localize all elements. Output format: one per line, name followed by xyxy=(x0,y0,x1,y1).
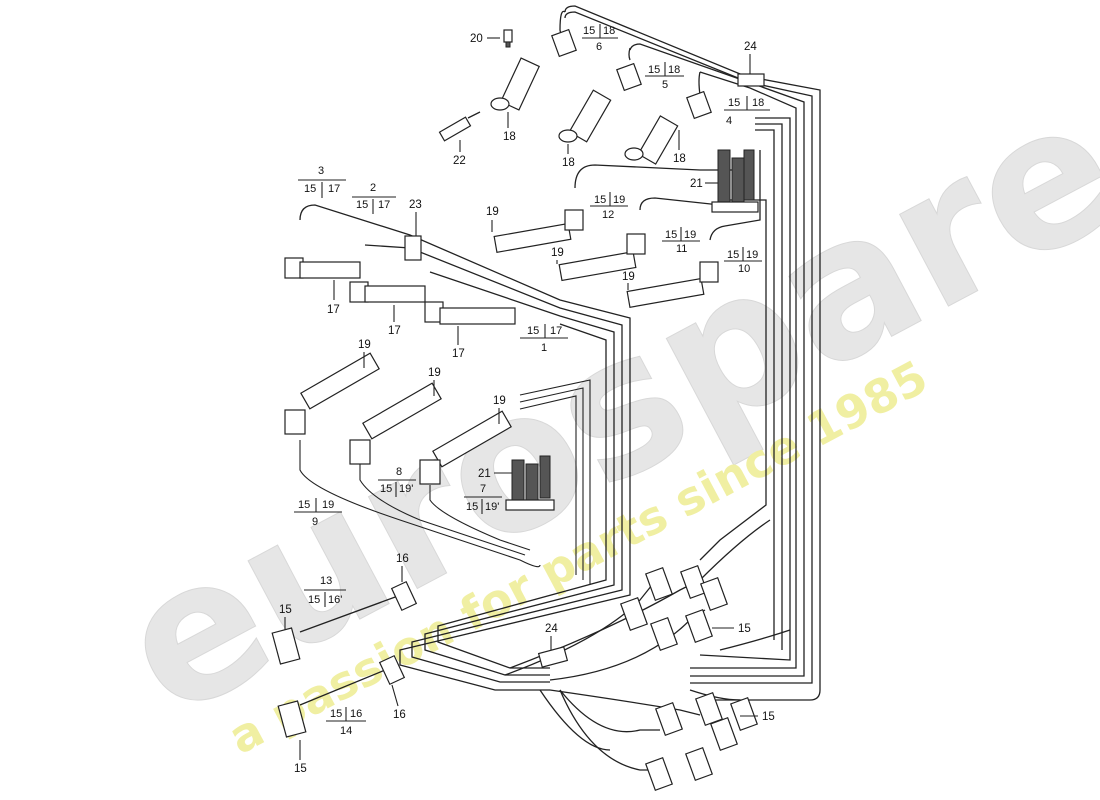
plug-boot-19-e xyxy=(349,382,442,465)
callout-7-15: 15 xyxy=(466,501,478,513)
callout-17-a: 17 xyxy=(327,304,340,316)
callout-10-19: 19 xyxy=(746,249,758,261)
callout-16-b: 16 xyxy=(393,709,406,721)
callout-19-f: 19 xyxy=(493,395,506,407)
callout-2-15: 15 xyxy=(356,199,368,211)
callout-15-b: 15 xyxy=(738,623,751,635)
callout-4: 4 xyxy=(726,115,732,127)
callout-24-bottom: 24 xyxy=(545,623,558,635)
callout-6-15: 15 xyxy=(583,25,595,37)
plug-boot-17-a xyxy=(284,257,361,279)
lead-13 xyxy=(271,580,418,665)
callout-13: 13 xyxy=(320,575,332,587)
clip-23 xyxy=(404,235,422,261)
part-22-spark-plug xyxy=(438,111,481,142)
callout-1-15: 15 xyxy=(527,325,539,337)
plug-boot-19-f xyxy=(419,410,512,485)
callout-23: 23 xyxy=(409,199,422,211)
callout-2-17: 17 xyxy=(378,199,390,211)
callout-19-d: 19 xyxy=(358,339,371,351)
callout-17-b: 17 xyxy=(388,325,401,337)
callout-5: 5 xyxy=(662,79,668,91)
wire-bundle-right xyxy=(564,5,821,701)
callout-14-15: 15 xyxy=(330,708,342,720)
callout-9: 9 xyxy=(312,516,318,528)
plug-boot-19-d xyxy=(284,352,380,435)
plug-boot-18-a xyxy=(490,28,577,111)
callout-13-15: 15 xyxy=(308,594,320,606)
callout-9-15: 15 xyxy=(298,499,310,511)
callout-9-19: 19 xyxy=(322,499,334,511)
callout-3-15: 15 xyxy=(304,183,316,195)
callout-17-c: 17 xyxy=(452,348,465,360)
plug-boot-19-c xyxy=(626,261,719,308)
callout-8: 8 xyxy=(396,466,402,478)
callout-11: 11 xyxy=(676,243,687,255)
callout-1-17: 17 xyxy=(550,325,562,337)
callout-24-top: 24 xyxy=(744,41,757,53)
clip-24-bottom xyxy=(537,646,569,668)
callout-3-17: 17 xyxy=(328,183,340,195)
callout-6: 6 xyxy=(596,41,602,53)
plug-boot-19-b xyxy=(558,233,646,282)
callouts: 20 22 15 18 6 15 18 5 24 15 18 4 18 18 1… xyxy=(279,24,775,775)
callout-7: 7 xyxy=(480,483,486,495)
coil-21-upper xyxy=(711,149,759,213)
callout-16-a: 16 xyxy=(396,553,409,565)
callout-15-c: 15 xyxy=(762,711,775,723)
callout-8-15: 15 xyxy=(380,483,392,495)
callout-2: 2 xyxy=(370,182,376,194)
callout-18-c: 18 xyxy=(673,153,686,165)
callout-10-15: 15 xyxy=(727,249,739,261)
clip-24-top xyxy=(737,73,765,87)
callout-8-19p: 19' xyxy=(399,483,413,495)
callout-1: 1 xyxy=(541,342,547,354)
plug-boot-18-c xyxy=(624,90,712,165)
callout-13-16p: 16' xyxy=(328,594,342,606)
callout-15-d: 15 xyxy=(294,763,307,775)
coil-21-lower xyxy=(505,455,555,511)
callout-19-b: 19 xyxy=(551,247,564,259)
callout-12-15: 15 xyxy=(594,194,606,206)
wire-bundle-left xyxy=(299,204,631,691)
callout-14-16: 16 xyxy=(350,708,362,720)
callout-15-a: 15 xyxy=(279,604,292,616)
callout-20: 20 xyxy=(470,33,483,45)
callout-4-15: 15 xyxy=(728,97,740,109)
callout-14: 14 xyxy=(340,725,352,737)
callout-11-19: 19 xyxy=(684,229,696,241)
callout-22: 22 xyxy=(453,155,466,167)
plug-boots-15-cluster xyxy=(619,564,759,792)
top-wires xyxy=(559,10,761,241)
callout-18-a: 18 xyxy=(503,131,516,143)
callout-21-upper: 21 xyxy=(690,178,703,190)
callout-3: 3 xyxy=(318,165,324,177)
callout-12: 12 xyxy=(602,209,614,221)
callout-10: 10 xyxy=(738,263,750,275)
plug-boot-18-b xyxy=(558,62,642,143)
callout-5-18: 18 xyxy=(668,64,680,76)
callout-19-a: 19 xyxy=(486,206,499,218)
callout-19-c: 19 xyxy=(622,271,635,283)
callout-19-e: 19 xyxy=(428,367,441,379)
callout-5-15: 15 xyxy=(648,64,660,76)
callout-18-b: 18 xyxy=(562,157,575,169)
callout-6-18: 18 xyxy=(603,25,615,37)
callout-4-18: 18 xyxy=(752,97,764,109)
plug-boot-17-c xyxy=(424,301,516,325)
callout-7-19p: 19' xyxy=(485,501,499,513)
plug-boot-17-b xyxy=(349,281,426,303)
callout-21-lower: 21 xyxy=(478,468,491,480)
part-20-cap xyxy=(503,29,513,48)
plug-boot-19-a xyxy=(493,209,584,253)
callout-11-15: 15 xyxy=(665,229,677,241)
callout-12-19: 19 xyxy=(613,194,625,206)
lead-14 xyxy=(277,654,406,738)
